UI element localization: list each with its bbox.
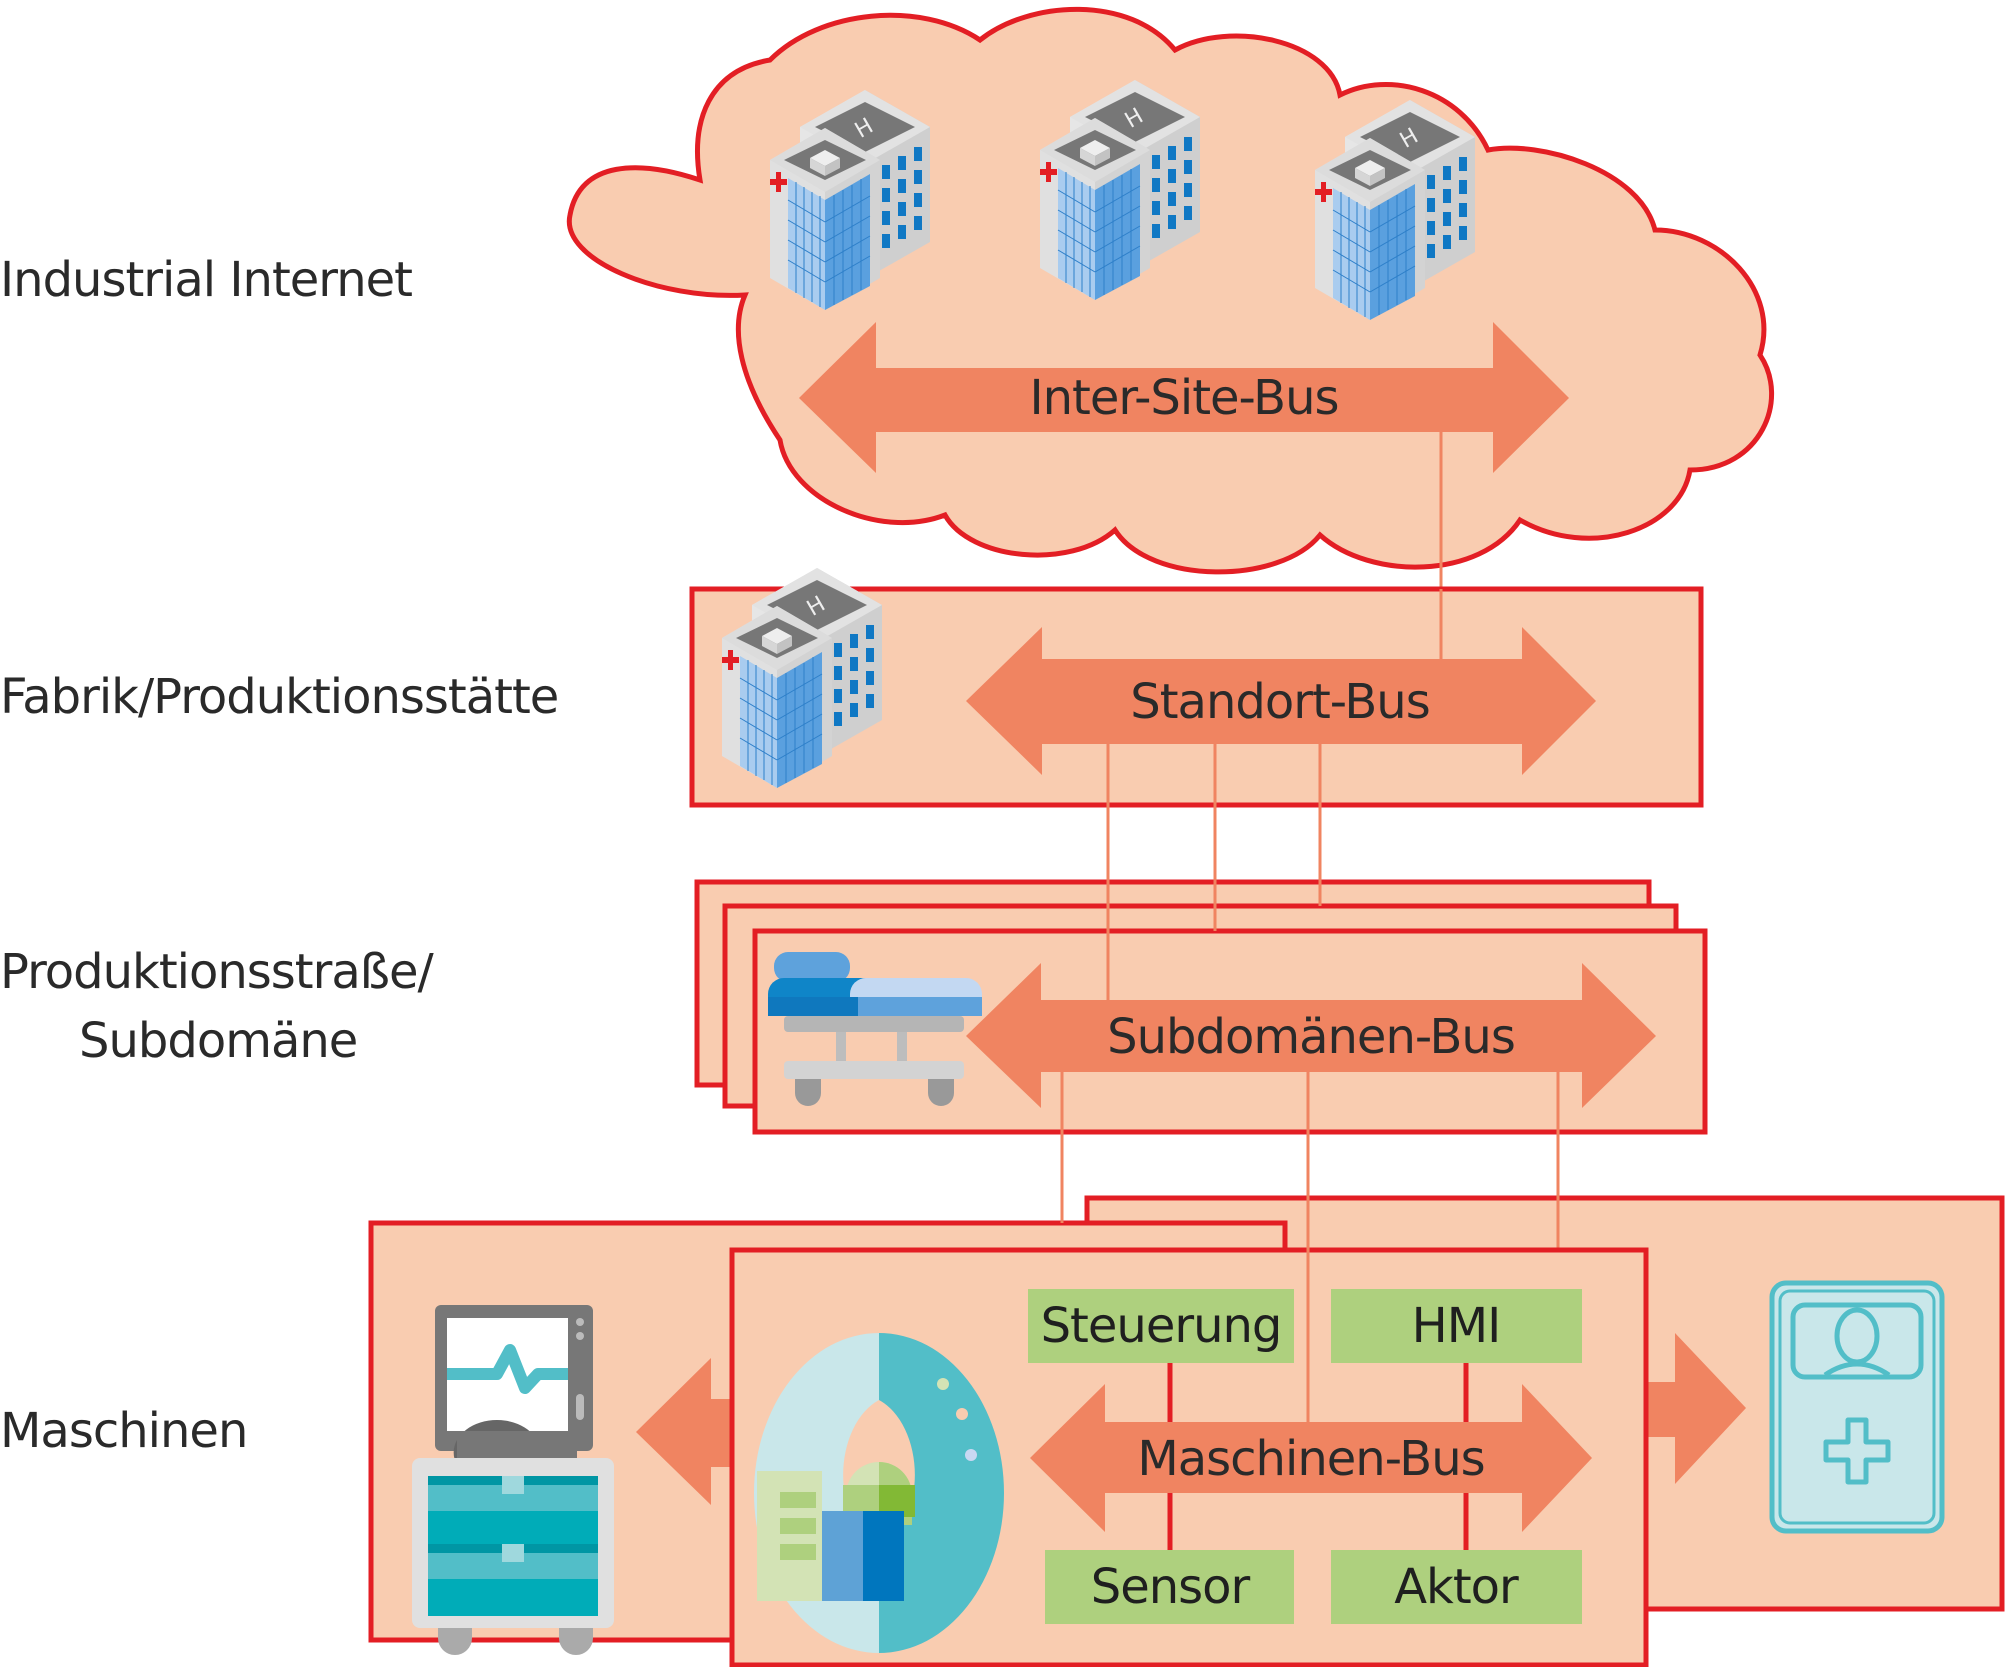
industrial-internet-cloud <box>566 6 1775 575</box>
ct-scanner-icon <box>754 1333 1004 1653</box>
component-actuator-box <box>1331 1550 1582 1624</box>
inter-site-bus-arrow <box>799 322 1569 473</box>
level-label-subdomain: Subdomäne <box>79 1013 357 1069</box>
component-control-label: Steuerung <box>1041 1298 1282 1354</box>
component-sensor-label: Sensor <box>1091 1559 1251 1615</box>
level-label-machines: Maschinen <box>0 1403 247 1459</box>
component-sensor-box <box>1045 1550 1294 1624</box>
machine-bus-label: Maschinen-Bus <box>1137 1431 1484 1487</box>
site-bus-arrow <box>966 627 1596 775</box>
stretcher-icon <box>768 952 982 1106</box>
component-actuator-label: Aktor <box>1394 1559 1519 1615</box>
subdomain-bus-label: Subdomänen-Bus <box>1107 1009 1515 1065</box>
patient-bed-icon <box>1769 1280 1945 1534</box>
machine-left-arrow <box>636 1358 740 1505</box>
component-hmi-box <box>1331 1289 1582 1363</box>
patient-monitor-icon <box>412 1305 614 1655</box>
inter-site-bus-label: Inter-Site-Bus <box>1029 370 1338 426</box>
level-label-factory: Fabrik/Produktionsstätte <box>0 669 558 725</box>
component-control-box <box>1028 1289 1294 1363</box>
subdomain-bus-arrow <box>966 963 1656 1108</box>
component-hmi-label: HMI <box>1412 1298 1501 1354</box>
level-label-production-line: Produktionsstraße/ <box>0 944 435 1000</box>
site-bus-label: Standort-Bus <box>1130 674 1429 730</box>
machine-right-arrow <box>1640 1333 1746 1484</box>
machine-bus-arrow <box>1030 1384 1592 1532</box>
level-label-industrial-internet: Industrial Internet <box>0 252 412 308</box>
